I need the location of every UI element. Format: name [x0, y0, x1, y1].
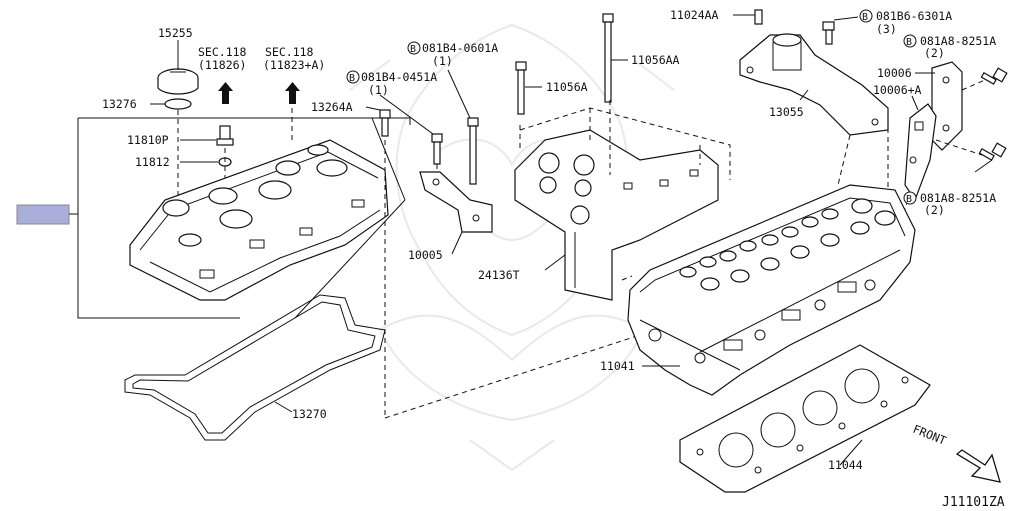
part-label-13264a: 13264A [311, 100, 353, 114]
stud-11024aa[interactable] [754, 9, 763, 25]
group-frame-left [77, 118, 240, 319]
diagram-code: J11101ZA [942, 495, 1005, 510]
dashed-guide [384, 334, 641, 419]
bolt-11056aa[interactable] [602, 13, 614, 103]
leader-line [974, 159, 993, 173]
part-label-24136t: 24136T [478, 268, 520, 282]
sec-ref-sub: (11823+A) [263, 58, 325, 72]
head-gasket[interactable] [679, 344, 931, 493]
bolt-marker-icon [903, 34, 917, 48]
part-label-13055: 13055 [769, 105, 804, 119]
bolt-081b6-6301a[interactable] [822, 21, 835, 45]
front-label: FRONT [911, 422, 948, 448]
rocker-cover[interactable] [129, 139, 389, 301]
bolt-marker-text: B [906, 194, 912, 205]
bracket-10006a[interactable] [904, 103, 937, 202]
part-qty: (1) [368, 83, 389, 97]
group-frame-diag [371, 117, 406, 201]
sec-ref-label: SEC.118 [198, 45, 247, 59]
part-label-15255: 15255 [158, 26, 193, 40]
part-label-11056aa: 11056AA [631, 53, 680, 67]
leader-line [451, 231, 463, 255]
part-label-11044: 11044 [828, 458, 863, 472]
cylinder-head[interactable] [627, 184, 916, 396]
leader-line [379, 94, 434, 135]
bracket-10006[interactable] [931, 61, 963, 151]
dashed-guide [935, 139, 983, 156]
sec-ref-sub: (11826) [198, 58, 246, 72]
bolt-081b4-0601a[interactable] [467, 117, 479, 185]
oil-filler-cap[interactable] [157, 68, 199, 95]
part-label-10005: 10005 [408, 248, 443, 262]
part-label-10006: 10006 [877, 66, 912, 80]
leader-line [911, 95, 919, 111]
bolt-081a8-8251a-bottom[interactable] [978, 142, 1007, 161]
dashed-guide [961, 79, 986, 91]
rocker-cover-gasket[interactable] [124, 294, 386, 441]
engine-mount-bracket[interactable] [739, 33, 889, 136]
part-label-081b4-0601a: 081B4-0601A [422, 41, 498, 55]
sec-arrow-icon [285, 82, 300, 104]
part-label-11041: 11041 [600, 359, 635, 373]
bolt-marker-text: B [349, 73, 355, 84]
part-label-11024aa: 11024AA [670, 8, 719, 22]
part-qty: (1) [432, 54, 453, 68]
leader-line [447, 69, 471, 119]
leader-line [839, 439, 863, 466]
part-label-10006a: 10006+A [873, 83, 922, 97]
leader-line [365, 106, 381, 111]
highlight-index-box[interactable] [16, 204, 70, 225]
bolt-marker-text: B [862, 12, 868, 23]
part-qty: (2) [924, 203, 945, 217]
bolt-13264a[interactable] [379, 109, 391, 137]
bolt-marker-icon [859, 9, 873, 23]
leader-line [833, 16, 859, 21]
part-label-11056a: 11056A [546, 80, 588, 94]
bolt-marker-icon [407, 41, 421, 55]
part-label-13270: 13270 [292, 407, 327, 421]
bolt-marker-icon [346, 70, 360, 84]
bracket-10005[interactable] [419, 171, 493, 233]
bolt-081a8-8251a-top[interactable] [980, 67, 1008, 85]
bolt-marker-text: B [906, 37, 912, 48]
part-label-13276: 13276 [102, 97, 137, 111]
sec-ref-label: SEC.118 [265, 45, 314, 59]
sec-arrow-icon [218, 82, 233, 104]
watermark-emblem [349, 23, 675, 472]
bolt-marker-text: B [410, 44, 416, 55]
pcv-valve[interactable] [216, 125, 234, 146]
bolt-081b4-0451a[interactable] [431, 133, 443, 165]
group-frame-diag2 [294, 199, 406, 319]
part-label-11812: 11812 [135, 155, 170, 169]
bolt-11056a[interactable] [515, 61, 527, 115]
part-label-081b6-6301a: 081B6-6301A [876, 9, 952, 23]
filler-cap-seal[interactable] [164, 98, 192, 110]
part-label-081b4-0451a: 081B4-0451A [361, 70, 437, 84]
front-arrow-icon [955, 449, 1001, 483]
part-label-081a8-8251a-bottom: 081A8-8251A [920, 191, 996, 205]
bolt-marker-icon [903, 191, 917, 205]
part-qty: (2) [924, 46, 945, 60]
part-qty: (3) [876, 22, 897, 36]
part-label-081a8-8251a-top: 081A8-8251A [920, 34, 996, 48]
leader-line [544, 254, 566, 271]
dashed-guide [837, 134, 851, 186]
group-frame-top [78, 117, 411, 125]
part-label-11810p: 11810P [127, 133, 169, 147]
camshaft-bracket[interactable] [514, 129, 719, 301]
dashed-guide-box [519, 100, 731, 281]
leader-line [799, 89, 809, 101]
leader-line [274, 401, 293, 413]
